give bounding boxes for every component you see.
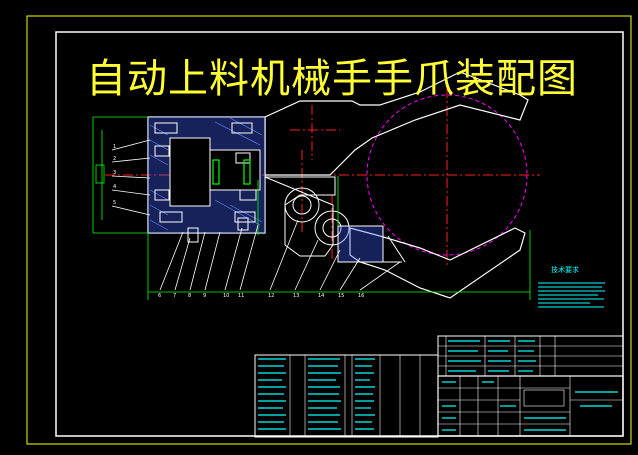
svg-text:1: 1 xyxy=(113,144,116,150)
linkage-arm xyxy=(264,176,336,257)
svg-text:13: 13 xyxy=(293,293,299,299)
drawing-title: 自动上料机械手手爪装配图 xyxy=(86,56,578,102)
svg-text:12: 12 xyxy=(268,293,274,299)
title-block xyxy=(437,375,624,437)
svg-text:10: 10 xyxy=(223,293,229,299)
svg-text:15: 15 xyxy=(338,293,344,299)
svg-text:9: 9 xyxy=(203,293,206,299)
svg-text:2: 2 xyxy=(113,156,116,162)
gear-icon xyxy=(284,187,350,246)
svg-text:16: 16 xyxy=(358,293,364,299)
svg-text:7: 7 xyxy=(173,293,176,299)
parts-list-table xyxy=(254,354,439,438)
outer-sheet-border xyxy=(26,15,632,445)
pivot-block xyxy=(337,225,384,263)
svg-text:11: 11 xyxy=(238,293,244,299)
svg-text:5: 5 xyxy=(113,200,116,206)
svg-text:3: 3 xyxy=(113,170,116,176)
svg-text:4: 4 xyxy=(113,184,116,190)
upper-jaw xyxy=(264,71,529,176)
drawing-frame xyxy=(55,31,624,437)
parts-list-upper-table xyxy=(437,335,624,377)
svg-text:6: 6 xyxy=(158,293,161,299)
technical-requirements-text xyxy=(538,282,605,308)
leader-lines xyxy=(111,139,401,291)
svg-text:14: 14 xyxy=(318,293,324,299)
main-body xyxy=(147,116,266,243)
svg-text:8: 8 xyxy=(188,293,191,299)
bolt-icon xyxy=(154,122,257,223)
technical-requirements-label: 技术要求 xyxy=(551,266,579,274)
